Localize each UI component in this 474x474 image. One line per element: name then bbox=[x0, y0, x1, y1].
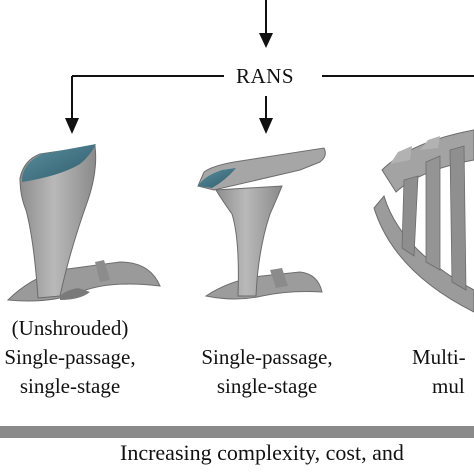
multi-passage-ring-illustration bbox=[373, 129, 474, 313]
config-2-caption-line-2: single-stage bbox=[216, 374, 318, 398]
config-1-caption-line-2: Single-passage, bbox=[4, 345, 136, 369]
progress-bar bbox=[0, 426, 474, 438]
config-3-caption-line-1: Multi- bbox=[412, 345, 466, 369]
method-label: RANS bbox=[235, 64, 295, 88]
connector-lines bbox=[71, 0, 474, 122]
config-1-caption-line-1: (Unshrouded) bbox=[11, 316, 129, 340]
config-1-caption-line-3: single-stage bbox=[19, 374, 121, 398]
complexity-footer-text: Increasing complexity, cost, and bbox=[120, 440, 404, 465]
config-2-caption-line-1: Single-passage, bbox=[201, 345, 333, 369]
top-arrowhead bbox=[259, 33, 273, 48]
arrowheads bbox=[65, 33, 273, 134]
left-arrowhead bbox=[65, 118, 79, 134]
shrouded-blade-illustration bbox=[197, 147, 326, 300]
middle-arrowhead bbox=[259, 118, 273, 134]
unshrouded-blade-illustration bbox=[6, 144, 161, 302]
config-3-caption-line-2: mul bbox=[432, 374, 465, 398]
